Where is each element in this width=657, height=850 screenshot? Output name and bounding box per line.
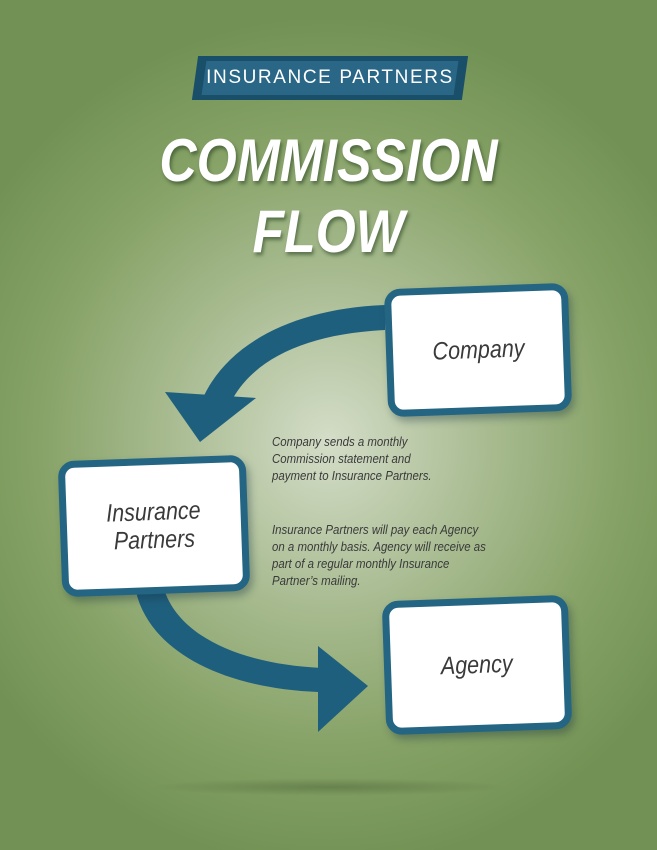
- page-title-line-1: COMMISSION: [159, 127, 498, 194]
- header-banner: INSURANCE PARTNERS: [191, 56, 469, 100]
- company-label: Company: [431, 334, 525, 366]
- page-title-line-2: FLOW: [252, 198, 405, 265]
- company-node: Company: [383, 282, 573, 418]
- banner-label: INSURANCE PARTNERS: [206, 67, 454, 88]
- insurance-partners-node: Insurance Partners: [57, 454, 251, 598]
- description-partners-to-agency: Insurance Partners will pay each Agency …: [272, 522, 486, 588]
- insurance-partners-label-line-1: Insurance: [105, 496, 202, 528]
- agency-label: Agency: [440, 649, 514, 681]
- description-company-to-partners: Company sends a monthly Commission state…: [272, 434, 432, 483]
- arrow-company-to-partners: [165, 305, 385, 442]
- agency-node: Agency: [381, 594, 573, 736]
- insurance-partners-label-line-2: Partners: [113, 524, 196, 556]
- insurance-partners-label: Insurance Partners: [106, 496, 202, 555]
- floor-shadow: [150, 778, 510, 796]
- arrow-partners-to-agency: [136, 592, 368, 732]
